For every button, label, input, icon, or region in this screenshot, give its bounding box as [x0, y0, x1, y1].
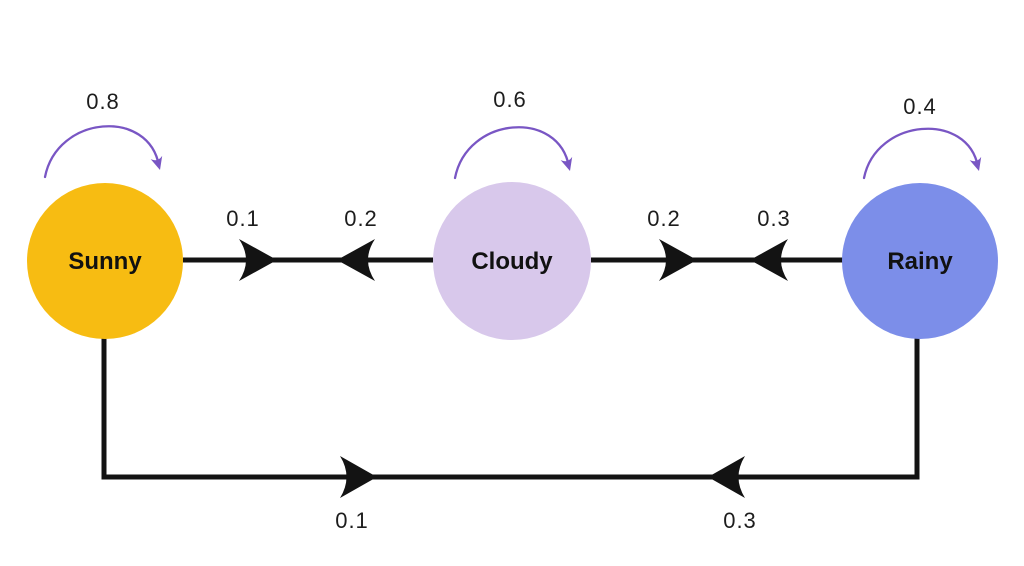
probability-cloudy-to-rainy: 0.2 [647, 206, 681, 231]
arrowhead-rainy-to-sunny [708, 456, 745, 498]
probability-sunny-to-rainy: 0.1 [335, 508, 369, 533]
self-loop-cloudy-arrowhead [560, 156, 573, 171]
state-rainy-label: Rainy [887, 248, 953, 275]
probability-sunny-to-cloudy: 0.1 [226, 206, 260, 231]
arrowhead-sunny-to-rainy [340, 456, 377, 498]
probability-rainy-self: 0.4 [903, 94, 937, 119]
probability-rainy-to-cloudy: 0.3 [757, 206, 791, 231]
self-loop-sunny-arc [43, 125, 161, 179]
arrowhead-cloudy-to-rainy [659, 239, 697, 281]
self-loop-cloudy-arc [453, 126, 571, 180]
probability-sunny-self: 0.8 [86, 89, 120, 114]
arrowhead-sunny-to-cloudy [239, 239, 277, 281]
self-loop-sunny-arrowhead [150, 155, 163, 170]
self-loop-rainy-arc [862, 127, 980, 180]
state-cloudy-label: Cloudy [471, 248, 553, 275]
arrowhead-cloudy-to-sunny [337, 239, 375, 281]
state-rainy-node [842, 183, 998, 339]
probability-rainy-to-sunny: 0.3 [723, 508, 757, 533]
state-sunny-label: Sunny [68, 248, 142, 275]
arrowhead-rainy-to-cloudy [750, 239, 788, 281]
state-cloudy-node [433, 182, 591, 340]
probability-cloudy-to-sunny: 0.2 [344, 206, 378, 231]
edge-sunny-rainy-line [101, 338, 920, 480]
state-sunny-node [27, 183, 183, 339]
self-loop-rainy-arrowhead [969, 156, 982, 171]
probability-cloudy-self: 0.6 [493, 87, 527, 112]
